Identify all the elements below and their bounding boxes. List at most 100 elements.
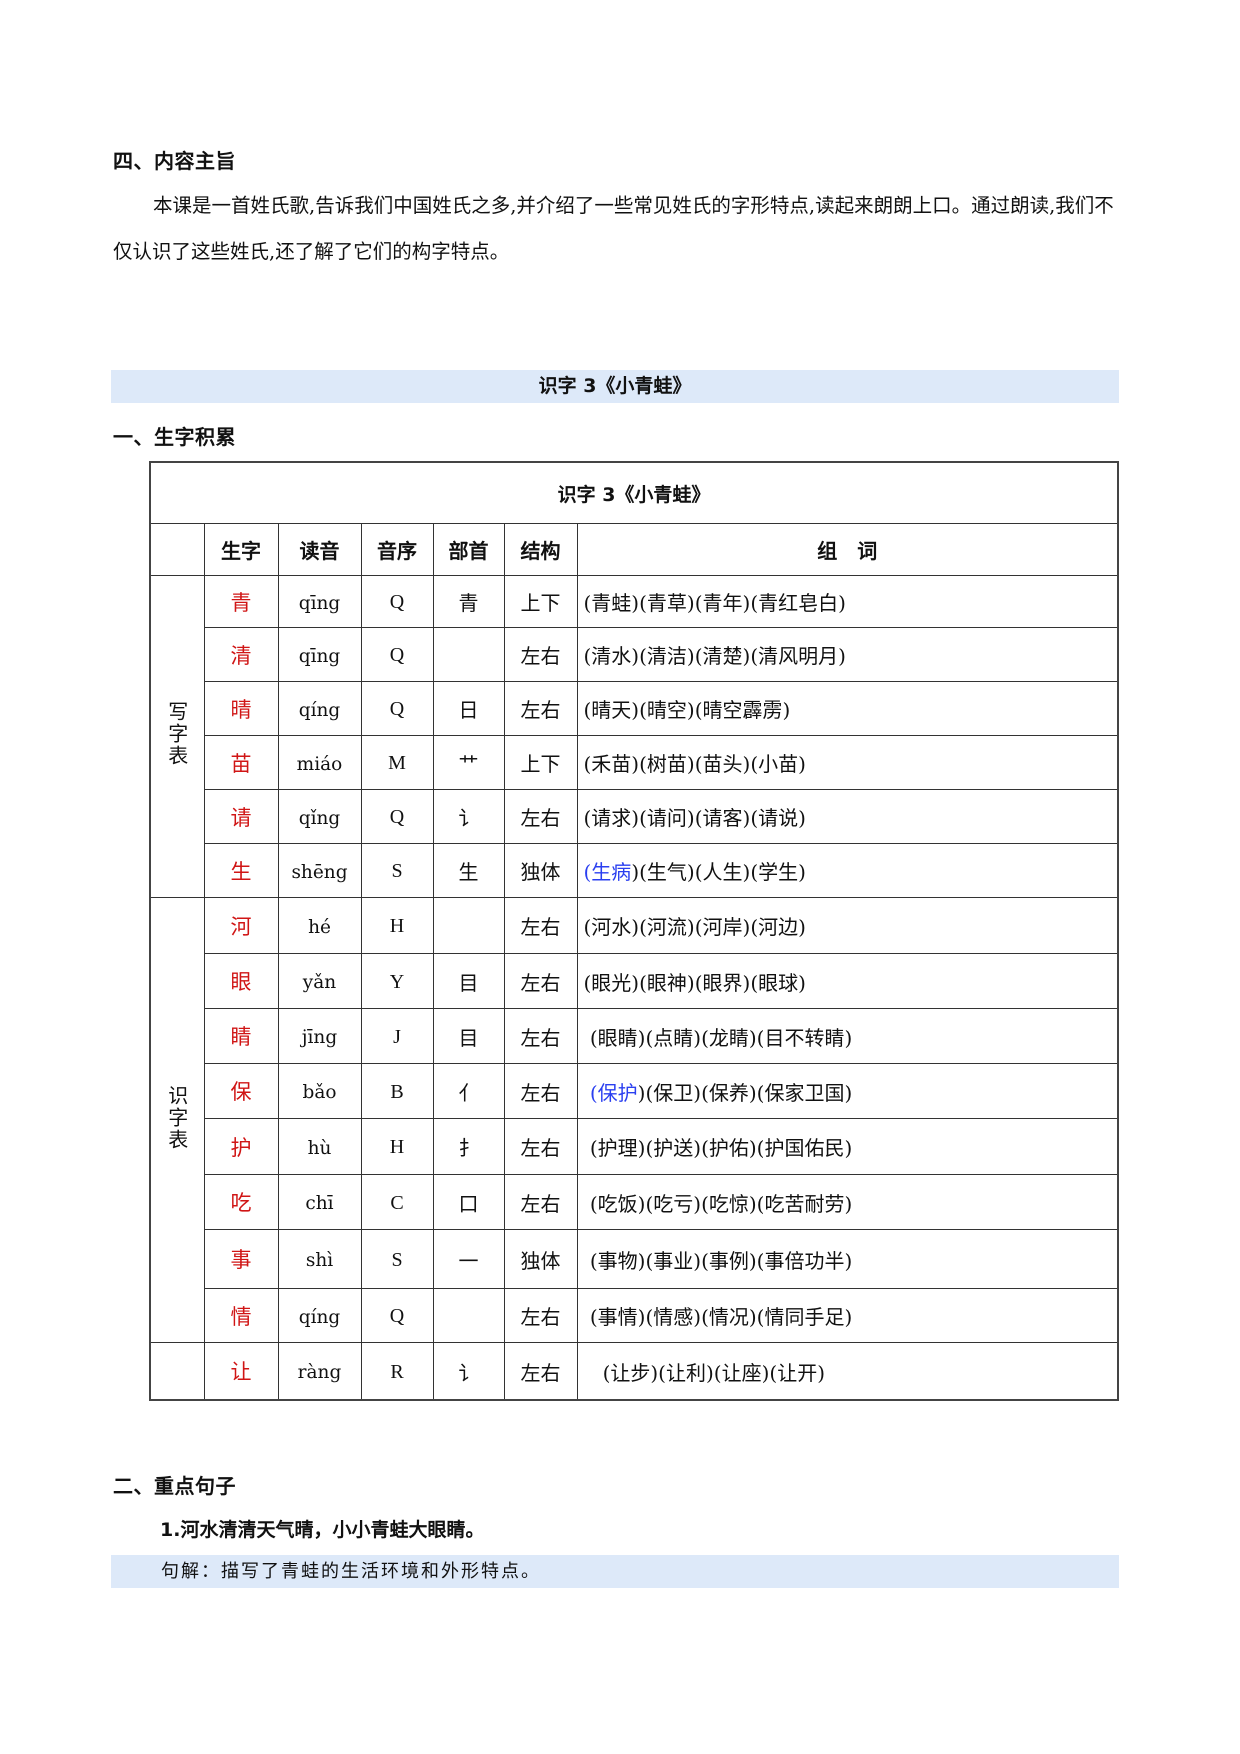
pinyin-initial: J	[393, 1025, 401, 1048]
radical: 青	[458, 591, 479, 615]
group-label-cell	[149, 1342, 205, 1401]
lesson-title-bar: 识字 3《小青蛙》	[111, 370, 1119, 403]
word-list: (眼光)(眼神)(眼界)(眼球)	[583, 970, 806, 995]
group-label: 写字表	[164, 701, 189, 767]
word-list: )(保卫)(保养)(保家卫国)	[637, 1080, 853, 1105]
pinyin: miáo	[296, 753, 343, 775]
structure: 左右	[520, 1360, 561, 1385]
table-row: 识字表 河 hé H 左右 (河水)(河流)(河岸)(河边)	[149, 897, 1119, 1343]
radical: 一	[458, 1248, 479, 1273]
pinyin-initial: B	[390, 1080, 404, 1103]
sentence-explanation-bar: 句解：描写了青蛙的生活环境和外形特点。	[111, 1555, 1119, 1588]
radical: 扌	[458, 1136, 479, 1160]
structure: 左右	[520, 806, 561, 830]
pinyin: qíng	[298, 1306, 341, 1328]
header-structure: 结构	[503, 523, 578, 576]
word-list: (事情)(情感)(情况)(情同手足)	[583, 1305, 853, 1329]
structure: 左右	[520, 915, 561, 939]
pinyin: ràng	[297, 1362, 342, 1383]
word-list: (清水)(清洁)(清楚)(清风明月)	[583, 644, 846, 668]
structure: 左右	[520, 1191, 561, 1216]
pinyin: shēng	[291, 861, 348, 883]
pinyin: hé	[308, 916, 331, 938]
highlighted-word: (生病	[583, 860, 632, 884]
structure: 左右	[520, 698, 561, 722]
header-group	[149, 523, 205, 576]
group-label: 识字表	[164, 1084, 189, 1151]
structure: 独体	[520, 860, 561, 884]
pinyin-initial: Q	[389, 1305, 405, 1327]
pinyin-initial: Y	[389, 970, 405, 993]
character: 吃	[230, 1191, 252, 1215]
key-sentence-1: 1.河水清清天气晴，小小青蛙大眼睛。	[160, 1519, 485, 1541]
word-list: )(生气)(人生)(学生)	[631, 860, 806, 884]
structure: 左右	[520, 644, 561, 668]
radical: 讠	[458, 806, 479, 830]
word-list: (河水)(河流)(河岸)(河边)	[583, 915, 806, 939]
pinyin-initial: Q	[389, 644, 405, 666]
word-list: (护理)(护送)(护佑)(护国佑民)	[583, 1136, 853, 1160]
section-heading-content-theme: 四、内容主旨	[113, 149, 236, 173]
group-label-cell: 识字表	[149, 897, 205, 1343]
word-list: (眼睛)(点睛)(龙睛)(目不转睛)	[583, 1025, 853, 1050]
character: 让	[230, 1360, 252, 1384]
pinyin: yǎn	[302, 972, 337, 993]
character: 青	[230, 590, 252, 615]
structure: 左右	[520, 1136, 561, 1160]
character: 清	[230, 643, 252, 668]
content-theme-paragraph: 本课是一首姓氏歌,告诉我们中国姓氏之多,并介绍了一些常见姓氏的字形特点,读起来朗…	[113, 194, 1114, 263]
table-row: 清 qīng Q 左右 (清水)(清洁)(清楚)(清风明月)	[150, 627, 1119, 682]
pinyin-initial: H	[389, 915, 405, 937]
group-label-cell: 写字表	[149, 575, 205, 898]
pinyin-initial: Q	[389, 806, 405, 828]
highlighted-word: (保护	[583, 1080, 638, 1105]
word-list: (让步)(让利)(让座)(让开)	[583, 1360, 825, 1385]
radical: 讠	[458, 1360, 479, 1385]
pinyin: shì	[305, 1250, 334, 1271]
word-list: (禾苗)(树苗)(苗头)(小苗)	[583, 752, 806, 776]
structure: 左右	[520, 1305, 561, 1329]
character: 护	[230, 1135, 252, 1160]
header-order: 音序	[360, 523, 434, 576]
pinyin-initial: M	[388, 752, 406, 774]
sentence-explanation: 句解：描写了青蛙的生活环境和外形特点。	[161, 1561, 541, 1582]
structure: 上下	[520, 752, 561, 776]
radical: 生	[458, 860, 479, 884]
header-pinyin: 读音	[277, 523, 362, 576]
character: 情	[230, 1304, 252, 1329]
lesson-title: 识字 3《小青蛙》	[538, 375, 692, 397]
pinyin-initial: S	[391, 860, 403, 882]
structure: 左右	[520, 970, 561, 995]
pinyin: qīng	[298, 645, 341, 667]
pinyin-initial: Q	[389, 698, 405, 720]
header-radical: 部首	[432, 523, 505, 576]
pinyin: hù	[307, 1137, 332, 1159]
pinyin: bǎo	[302, 1082, 337, 1103]
pinyin-initial: C	[390, 1191, 404, 1214]
pinyin: qīng	[298, 592, 341, 614]
character: 睛	[230, 1025, 252, 1049]
character: 河	[230, 914, 252, 939]
radical: 目	[458, 1025, 479, 1050]
character: 保	[230, 1080, 252, 1104]
word-list: (晴天)(晴空)(晴空霹雳)	[583, 698, 791, 722]
radical: 口	[458, 1191, 479, 1216]
character: 请	[230, 805, 252, 830]
structure: 独体	[520, 1248, 561, 1273]
header-words: 组 词	[576, 523, 1119, 576]
radical: 日	[458, 698, 479, 722]
word-list: (请求)(请问)(请客)(请说)	[583, 806, 806, 830]
table-row: 情 qíng Q 左右 (事情)(情感)(情况)(情同手足)	[150, 1288, 1119, 1343]
pinyin-initial: S	[391, 1248, 403, 1271]
word-list: (吃饭)(吃亏)(吃惊)(吃苦耐劳)	[583, 1191, 853, 1216]
character: 事	[230, 1248, 252, 1272]
